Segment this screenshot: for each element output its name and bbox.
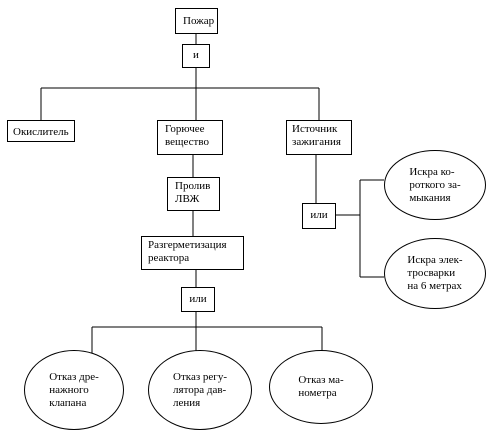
node-ignition: Источник зажигания	[286, 120, 352, 155]
ellipse-pressure-regulator: Отказ регу- лятора дав- ления	[148, 350, 252, 430]
node-depressurization: Разгерметизация реактора	[141, 236, 244, 270]
or-gate-reactor: или	[181, 287, 215, 312]
spark-welding-label: Искра элек- тросварки на 6 метрах	[407, 254, 463, 292]
ellipse-drain-valve: Отказ дре- нажного клапана	[24, 350, 124, 430]
ellipse-spark-welding: Искра элек- тросварки на 6 метрах	[384, 238, 486, 309]
node-oxidizer: Окислитель	[7, 120, 75, 142]
spark-short-label: Искра ко- роткого за- мыкания	[409, 165, 461, 204]
drain-valve-label: Отказ дре- нажного клапана	[49, 370, 99, 409]
node-spill: Пролив ЛВЖ	[167, 177, 220, 211]
and-gate: и	[182, 44, 210, 68]
ellipse-spark-short: Искра ко- роткого за- мыкания	[384, 150, 486, 220]
ellipse-manometer: Отказ ма- нометра	[269, 350, 373, 424]
pressure-regulator-label: Отказ регу- лятора дав- ления	[173, 370, 227, 409]
node-fuel: Горючее вещество	[157, 120, 223, 155]
manometer-label: Отказ ма- нометра	[298, 374, 344, 399]
or-gate-ignition: или	[302, 203, 336, 229]
node-fire: Пожар	[175, 8, 218, 34]
